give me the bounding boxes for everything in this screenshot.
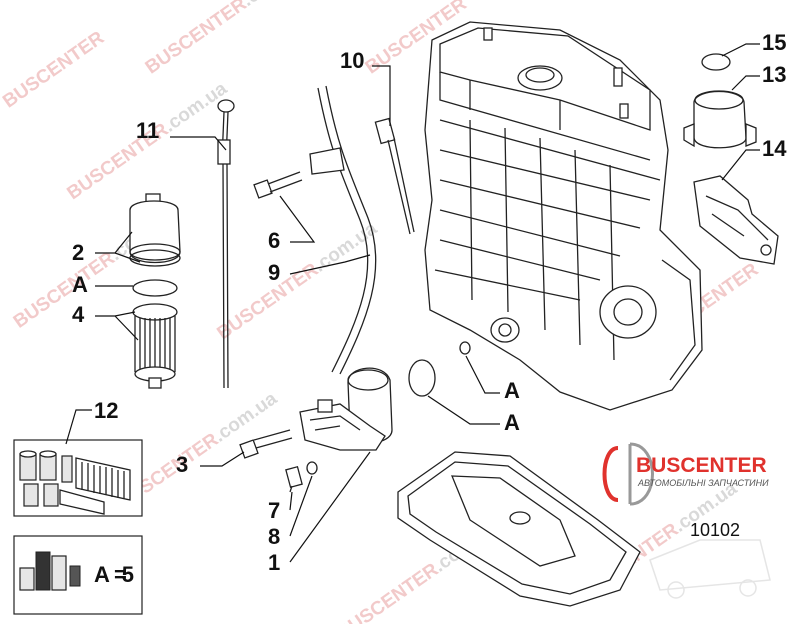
callout-9: 9 [268, 260, 280, 285]
watermark-brand: BUSCENTER [142, 0, 251, 79]
leader-14 [721, 149, 760, 181]
part-10-oil-level-sensor [372, 65, 415, 235]
leader-8 [289, 475, 313, 537]
watermark-brand: BUSCENTER [10, 248, 119, 333]
part-1-oil-filter-housing [299, 367, 393, 451]
leader-2 [95, 231, 141, 263]
callout-4: 4 [72, 302, 85, 327]
kit-legend-key: A [94, 562, 110, 587]
callout-6: 6 [268, 228, 280, 253]
part-15-mount-cap [701, 53, 731, 71]
leader-1 [289, 451, 371, 563]
logo-tagline: АВТОМОБІЛЬНІ ЗАПЧАСТИНИ [637, 478, 769, 488]
leader-12 [65, 409, 92, 445]
buscenter-logo: BUSCENTER АВТОМОБІЛЬНІ ЗАПЧАСТИНИ [602, 442, 769, 506]
callout-3: 3 [176, 452, 188, 477]
part-7-pressure-switch [285, 465, 303, 493]
callout-12: 12 [94, 398, 118, 423]
leader-7 [289, 491, 293, 511]
callout-A-gasket-large: A [504, 410, 520, 435]
part-13-engine-mount [683, 90, 757, 149]
watermark-domain: .com.ua [238, 0, 309, 11]
part-A-gasket-large [408, 359, 436, 397]
callout-10: 10 [340, 48, 364, 73]
callout-15: 15 [762, 30, 786, 55]
kit-A-seal-set: A = 5 [13, 535, 143, 615]
leader-A3 [427, 395, 500, 425]
oil-sump [397, 451, 641, 607]
callout-11: 11 [136, 118, 159, 143]
kit-legend-equals: = [114, 562, 127, 587]
callout-A-gasket-small: A [504, 378, 520, 403]
callout-14: 14 [762, 136, 787, 161]
watermark-brand: BUSCENTER [333, 559, 442, 624]
leader-4 [95, 311, 139, 341]
leader-13 [731, 75, 760, 91]
part-A-filter-oring [132, 279, 178, 297]
part-11-dipstick [170, 99, 235, 389]
van-watermark [649, 539, 771, 599]
part-14-mount-bracket [693, 175, 779, 265]
part-3-bolt [200, 429, 293, 467]
callout-1: 1 [268, 550, 280, 575]
watermark-brand: BUSCENTER [0, 27, 108, 112]
callout-13: 13 [762, 62, 786, 87]
engine-block [424, 21, 703, 411]
part-A-gasket-small [459, 341, 471, 355]
kit-legend-value: 5 [122, 562, 134, 587]
leader-15 [721, 43, 760, 57]
callout-8: 8 [268, 524, 280, 549]
callout-2: 2 [72, 240, 84, 265]
callout-A-filter: A [72, 272, 88, 297]
part-9-dipstick-tube [289, 85, 377, 375]
part-2-filter-cap [129, 193, 181, 267]
leader-A2 [465, 355, 500, 394]
callout-7: 7 [268, 498, 280, 523]
part-8-washer [306, 461, 318, 475]
kit-12-filter-set [13, 439, 143, 517]
logo-name: BUSCENTER [636, 454, 767, 477]
diagram-code: 10102 [690, 520, 740, 540]
watermark-domain: .com.ua [210, 388, 281, 447]
part-4-filter-element [132, 303, 178, 389]
part-6-bolt [253, 171, 316, 243]
